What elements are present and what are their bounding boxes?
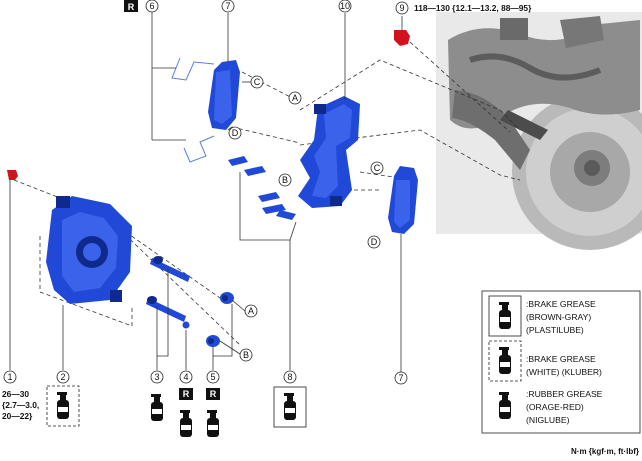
knuckle-disc-photo (436, 12, 642, 250)
svg-text:7: 7 (225, 1, 230, 11)
svg-text:8: 8 (287, 372, 292, 382)
svg-text::BRAKE GREASE: :BRAKE GREASE (526, 354, 596, 364)
svg-text::RUBBER GREASE: :RUBBER GREASE (526, 389, 603, 399)
caliper-bracket-10 (298, 96, 360, 208)
grease-icon-5 (207, 410, 219, 437)
svg-text:3: 3 (154, 372, 159, 382)
svg-text:R: R (210, 389, 217, 399)
callout-9: 9 (395, 1, 409, 15)
callout-leaders (9, 12, 403, 372)
brake-pad-7-right (388, 166, 418, 234)
svg-text:R: R (183, 389, 190, 399)
callout-5: 5 (206, 370, 220, 384)
letter-b-upper: B (278, 173, 292, 187)
guide-pins-3 (146, 256, 190, 322)
callout-2: 2 (56, 370, 70, 384)
svg-text:B: B (282, 175, 288, 185)
pin-4 (182, 321, 190, 329)
svg-text:(BROWN-GRAY): (BROWN-GRAY) (526, 312, 591, 322)
callout-7-bottom: 7 (394, 371, 408, 385)
grease-icon-3 (151, 394, 163, 421)
svg-text:D: D (371, 237, 378, 247)
svg-text:(WHITE) (KLUBER): (WHITE) (KLUBER) (526, 367, 602, 377)
svg-text:(NIGLUBE): (NIGLUBE) (526, 415, 570, 425)
svg-text:2: 2 (60, 372, 65, 382)
svg-text:5: 5 (210, 372, 215, 382)
svg-text:A: A (248, 306, 254, 316)
letter-a-upper: A (288, 91, 302, 105)
callout-3: 3 (150, 370, 164, 384)
letter-c-right: C (370, 161, 384, 175)
brake-pad-7-upper (208, 60, 240, 130)
callout-1: 1 (3, 370, 17, 384)
replace-mark-5: R (206, 388, 220, 400)
svg-text:C: C (374, 163, 381, 173)
svg-text:B: B (243, 350, 249, 360)
svg-text::BRAKE GREASE: :BRAKE GREASE (526, 299, 596, 309)
svg-text:26—30: 26—30 (2, 389, 29, 399)
caliper-body-2 (46, 196, 132, 304)
grease-icon-4 (180, 410, 192, 437)
letter-c-upper: C (250, 75, 264, 89)
replace-mark-4: R (179, 388, 193, 400)
svg-text:9: 9 (399, 3, 404, 13)
svg-text:7: 7 (398, 373, 403, 383)
svg-text:A: A (292, 93, 298, 103)
letter-d-upper: D (228, 126, 242, 140)
grease-legend: :BRAKE GREASE (BROWN-GRAY) (PLASTILUBE) … (481, 290, 641, 434)
svg-text:{2.7—3.0,: {2.7—3.0, (2, 400, 39, 410)
svg-text:4: 4 (183, 372, 188, 382)
svg-text:D: D (232, 128, 239, 138)
replace-mark-6: R (124, 0, 138, 12)
letter-a-lower: A (244, 304, 258, 318)
svg-text:C: C (254, 77, 261, 87)
grease-box-2 (46, 385, 80, 427)
letter-d-right: D (367, 235, 381, 249)
torque-spec-1: 26—30 {2.7—3.0, 20—22} (2, 389, 39, 421)
pad-wear-indicator-6 (171, 57, 215, 163)
bolt-1 (7, 170, 18, 180)
torque-units: N·m {kgf·m, ft·lbf} (571, 447, 639, 456)
boots-5 (206, 292, 234, 347)
svg-text:1: 1 (7, 372, 12, 382)
callout-10: 10 (338, 0, 352, 13)
svg-text:10: 10 (340, 1, 350, 11)
callout-4: 4 (179, 370, 193, 384)
svg-text:(PLASTILUBE): (PLASTILUBE) (526, 325, 584, 335)
letter-b-lower: B (239, 348, 253, 362)
svg-text:20—22}: 20—22} (2, 411, 33, 421)
pad-clips-8 (228, 156, 296, 220)
svg-text:(ORAGE-RED): (ORAGE-RED) (526, 402, 584, 412)
torque-spec-9: 118—130 {12.1—13.2, 88—95} (414, 3, 532, 13)
svg-text:R: R (128, 2, 135, 12)
bolt-9 (394, 30, 410, 46)
callout-7-top: 7 (221, 0, 235, 13)
grease-box-8 (273, 386, 307, 428)
svg-text:6: 6 (149, 1, 154, 11)
callout-8: 8 (283, 370, 297, 384)
callout-6: 6 (145, 0, 159, 13)
